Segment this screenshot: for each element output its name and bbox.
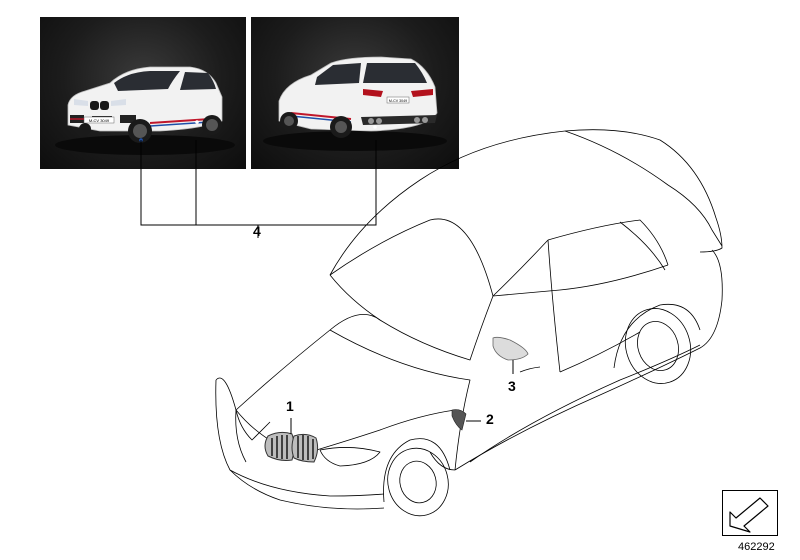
car-outline [215,129,723,517]
car-photo-front: M-CV 3049 [40,17,246,169]
callout-4-bracket [140,140,377,226]
callout-2: 2 [486,411,494,427]
arrow-down-left-icon[interactable] [722,490,778,536]
front-plate-text: M-CV 3049 [89,118,110,123]
rear-plate-text: M-CV 3049 [389,99,407,103]
callout-3: 3 [508,378,516,394]
kidney-grille-part [264,431,319,463]
callout-1: 1 [286,398,294,414]
mirror-cap-part [492,336,529,361]
diagram-number: 462292 [738,541,775,553]
car-photo-rear: M-CV 3049 [251,17,459,169]
side-gill-part [451,409,467,431]
callout-4: 4 [253,223,261,239]
